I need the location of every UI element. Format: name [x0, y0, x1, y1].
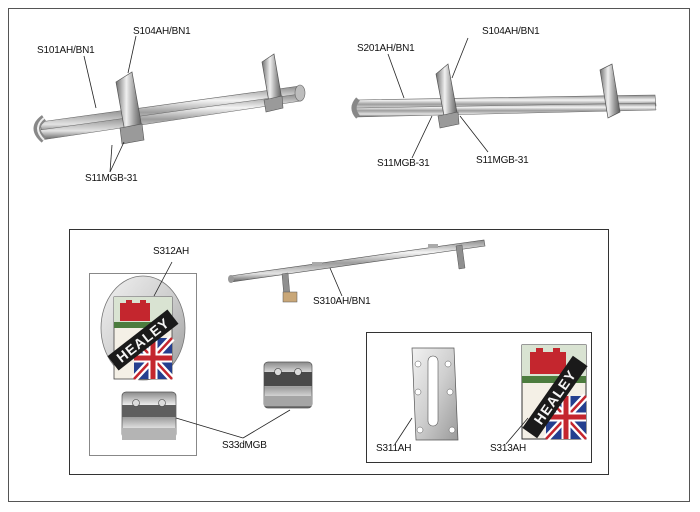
- badge-assembly-frame: [89, 273, 197, 456]
- label-s33: S33dMGB: [222, 440, 267, 451]
- left-bumper-bracket: [115, 71, 145, 145]
- label-s101: S101AH/BN1: [37, 45, 95, 56]
- label-s11-right-a: S11MGB-31: [377, 158, 430, 169]
- left-bumper-bar: [33, 84, 306, 143]
- page-frame: [8, 8, 690, 502]
- right-bumper-bracket: [435, 63, 460, 129]
- label-s11-right-b: S11MGB-31: [476, 155, 529, 166]
- right-bumper-bar: [351, 94, 657, 119]
- label-s313: S313AH: [490, 443, 527, 454]
- label-s312: S312AH: [153, 246, 190, 257]
- union-jack-flag: [131, 335, 175, 382]
- mounting-plate: [411, 347, 459, 441]
- plate-and-badge-panel: [366, 332, 592, 463]
- label-s310: S310AH/BN1: [313, 296, 371, 307]
- badge-bar-rail: [228, 239, 486, 303]
- healey-enamel-badge: HEALEY: [521, 344, 589, 442]
- label-s11-left: S11MGB-31: [85, 173, 138, 184]
- label-s104-left: S104AH/BN1: [133, 26, 191, 37]
- accessories-panel: [69, 229, 609, 475]
- right-bumper-end-bracket: [599, 63, 621, 119]
- badge-clamp-large: [121, 391, 177, 440]
- left-bumper-end-bracket: [261, 53, 284, 113]
- label-s201: S201AH/BN1: [357, 43, 415, 54]
- badge-clamp-small: [263, 361, 313, 409]
- leader-lines: [83, 35, 529, 445]
- label-s311: S311AH: [376, 443, 412, 454]
- healey-badge-enamel: HEALEY: [107, 296, 179, 382]
- label-s104-right: S104AH/BN1: [482, 26, 540, 37]
